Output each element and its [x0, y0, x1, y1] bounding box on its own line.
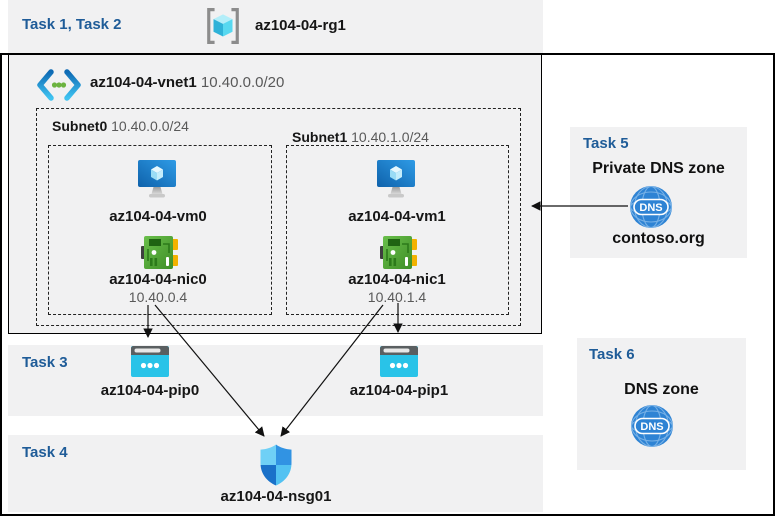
vnet-cidr: 10.40.0.0/20	[200, 74, 285, 91]
vnet-name: az104-04-vnet1	[90, 74, 197, 91]
task-3-label: Task 3	[22, 354, 68, 371]
nic1-label: az104-04-nic1	[348, 271, 446, 288]
nic0-icon	[141, 236, 178, 269]
subnets-container	[36, 108, 521, 326]
task-6-box: Task 6 DNS zone DNS	[577, 338, 746, 470]
dns-zone-globe-icon: DNS	[630, 404, 674, 448]
nic0-ip: 10.40.0.4	[128, 289, 188, 305]
dns-zone-title: DNS zone	[624, 381, 699, 398]
task-1-2-label: Task 1, Task 2	[22, 16, 122, 33]
nic1-icon	[380, 236, 417, 269]
dns-icon-text: DNS	[640, 421, 663, 433]
pip1-label: az104-04-pip1	[349, 382, 449, 399]
vm1-icon	[376, 159, 416, 199]
subnet1-cidr: 10.40.1.0/24	[351, 129, 429, 145]
resource-group-name: az104-04-rg1	[255, 17, 346, 34]
private-dns-zone-name: contoso.org	[612, 230, 705, 247]
resource-group-icon	[204, 7, 242, 45]
vnet-icon	[36, 68, 82, 102]
nic0-label: az104-04-nic0	[109, 271, 207, 288]
private-dns-zone-title: Private DNS zone	[592, 160, 725, 177]
subnet0-cidr: 10.40.0.0/24	[111, 118, 189, 134]
vm0-label: az104-04-vm0	[109, 208, 207, 225]
task-5-label: Task 5	[583, 135, 629, 152]
subnet0-title: Subnet0 10.40.0.0/24	[52, 118, 189, 134]
task-3-band: Task 3	[8, 345, 543, 416]
subnet0-name: Subnet0	[52, 118, 108, 134]
public-ip0-icon	[131, 346, 169, 377]
private-dns-globe-icon: DNS	[629, 185, 673, 229]
pip0-label: az104-04-pip0	[100, 382, 200, 399]
vm1-label: az104-04-vm1	[348, 208, 446, 225]
vm0-icon	[137, 159, 177, 199]
task-6-label: Task 6	[589, 346, 635, 363]
subnet1-title: Subnet1 10.40.1.0/24	[292, 129, 429, 145]
dns-icon-text: DNS	[639, 202, 662, 214]
task-5-box: Task 5 Private DNS zone DNS contoso.org	[570, 127, 747, 258]
nic1-ip: 10.40.1.4	[367, 289, 427, 305]
task-1-2-band: Task 1, Task 2 az104-04-rg1	[8, 0, 543, 53]
subnet1-name: Subnet1	[292, 129, 348, 145]
nsg-label: az104-04-nsg01	[220, 488, 332, 505]
nsg-shield-icon	[259, 444, 293, 486]
task-4-label: Task 4	[22, 444, 68, 461]
vnet-box	[8, 54, 542, 334]
vnet-title: az104-04-vnet1 10.40.0.0/20	[90, 74, 284, 91]
public-ip1-icon	[380, 346, 418, 377]
